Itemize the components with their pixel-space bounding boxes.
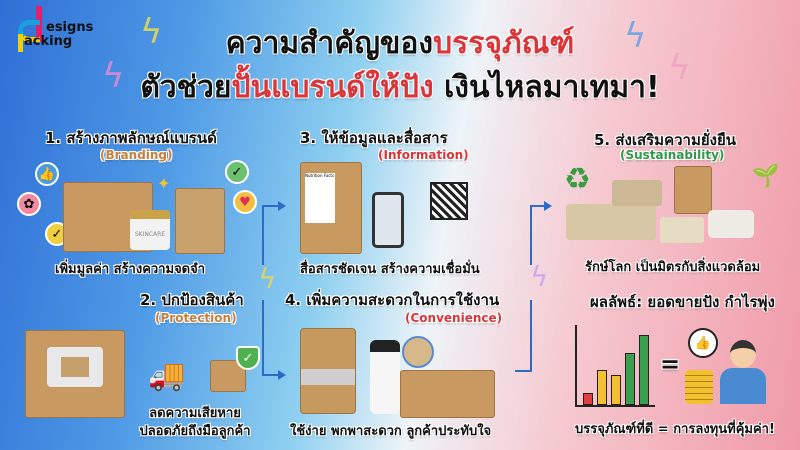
flow-arrow-segment — [262, 374, 278, 376]
section-sustainability-title: 5. ส่งเสริมความยั่งยืน — [594, 131, 736, 149]
flow-arrow — [530, 300, 532, 372]
zip-pouch — [300, 328, 356, 414]
lightning-icon: ϟ — [530, 260, 549, 293]
section-convenience-subtitle: (Convenience) — [405, 311, 503, 325]
heart-icon: ♥ — [233, 190, 257, 214]
logo-text-line2: acking — [24, 34, 73, 49]
thumbs-up-bubble-icon: 👍 — [688, 328, 718, 358]
section-sustainability-caption: รักษ์โลก เป็นมิตรกับสิ่งแวดล้อม — [585, 260, 761, 275]
flow-arrow-segment — [530, 205, 544, 207]
lightning-icon: ϟ — [140, 12, 163, 52]
clamshell — [708, 210, 754, 238]
pouch: Nutrition Facts — [300, 162, 362, 254]
arrow-head-icon — [278, 370, 286, 380]
section-information-subtitle: (Information) — [378, 148, 469, 162]
chart-bar — [611, 374, 621, 405]
chart-bar — [583, 393, 593, 405]
flow-arrow-segment — [515, 370, 532, 372]
chart-bar — [597, 370, 607, 405]
magnifier-detail — [402, 336, 434, 368]
section-information-caption: สื่อสารชัดเจน สร้างความเชื่อมั่น — [300, 262, 480, 277]
main-title-line2: ตัวช่วยปั้นแบรนด์ให้ปัง เงินไหลมาเทมา! — [140, 70, 660, 105]
plant-in-hand-icon: 🌱 — [752, 164, 780, 189]
lightning-icon: ϟ — [624, 16, 647, 56]
flow-arrow — [262, 205, 264, 265]
bowl — [660, 217, 704, 243]
flow-arrow-segment — [262, 205, 278, 207]
logo-text-line1: esigns — [46, 20, 94, 35]
chart-bar — [625, 352, 635, 405]
chart-bar — [639, 335, 649, 405]
nutrition-label: Nutrition Facts — [305, 173, 335, 223]
open-shipping-box — [25, 330, 125, 418]
kraft-bag — [175, 188, 225, 254]
growth-chart-icon — [575, 325, 655, 407]
qr-code-icon — [430, 182, 468, 220]
flow-arrow — [530, 205, 532, 265]
delivery-truck-icon: 🚚 — [148, 358, 186, 393]
information-illustration: Nutrition Facts — [300, 162, 470, 254]
food-box — [612, 180, 662, 206]
cream-jar: SKINCARE — [130, 210, 170, 250]
section-information-title: 3. ให้ข้อมูลและสื่อสาร — [300, 129, 448, 147]
lightning-icon: ϟ — [102, 56, 125, 96]
section-sustainability-subtitle: (Sustainability) — [620, 148, 725, 162]
section-branding-subtitle: (Branding) — [100, 148, 173, 162]
branding-illustration: 👍 ✿ ✓ ✓ ♥ SKINCARE ✦ — [15, 160, 257, 255]
logo: esigns acking — [14, 6, 104, 52]
coin-stack-icon — [685, 370, 713, 404]
result-caption: บรรจุภัณฑ์ที่ดี = การลงทุนที่คุ้มค่า! — [575, 422, 775, 437]
pulp-tray — [566, 204, 656, 240]
result-title: ผลลัพธ์: ยอดขายปัง กำไรพุ่ง — [590, 293, 775, 311]
section-protection-caption-line2: ปลอดภัยถึงมือลูกค้า — [139, 424, 251, 439]
sparkle-icon: ✦ — [157, 174, 171, 193]
section-convenience-caption: ใช้ง่าย พกพาสะดวก ลูกค้าประทับใจ — [290, 424, 492, 439]
phone-icon — [372, 192, 404, 248]
section-convenience-title: 4. เพิ่มความสะดวกในการใช้งาน — [285, 291, 500, 309]
section-protection-title: 2. ปกป้องสินค้า — [140, 291, 244, 309]
main-title-line1: ความสำคัญของบรรจุภัณฑ์ — [225, 26, 575, 61]
section-protection-subtitle: (Protection) — [155, 311, 237, 325]
section-branding-title: 1. สร้างภาพลักษณ์แบรนด์ — [45, 129, 217, 147]
shield-check-icon: ✓ — [236, 346, 260, 370]
lightning-icon: ϟ — [258, 262, 277, 295]
happy-person-icon — [730, 340, 756, 368]
tape-box — [400, 370, 495, 418]
arrow-head-icon — [278, 201, 286, 211]
section-branding-caption: เพิ่มมูลค่า สร้างความจดจำ — [55, 262, 206, 277]
check-badge-icon: ✓ — [225, 160, 249, 184]
equals-sign: = — [660, 350, 681, 378]
thumbs-up-icon: 👍 — [35, 162, 59, 186]
flow-arrow — [262, 300, 264, 375]
sustainability-illustration: ♻ 🌱 — [562, 162, 782, 247]
arrow-head-icon — [544, 201, 552, 211]
badge-icon: ✿ — [17, 192, 41, 216]
recycle-icon: ♻ — [564, 162, 591, 197]
person-body — [720, 368, 766, 404]
paper-bag — [674, 166, 712, 214]
pump-bottle — [370, 340, 400, 414]
lightning-icon: ϟ — [668, 48, 691, 88]
section-protection-caption-line1: ลดความเสียหาย — [149, 406, 241, 421]
